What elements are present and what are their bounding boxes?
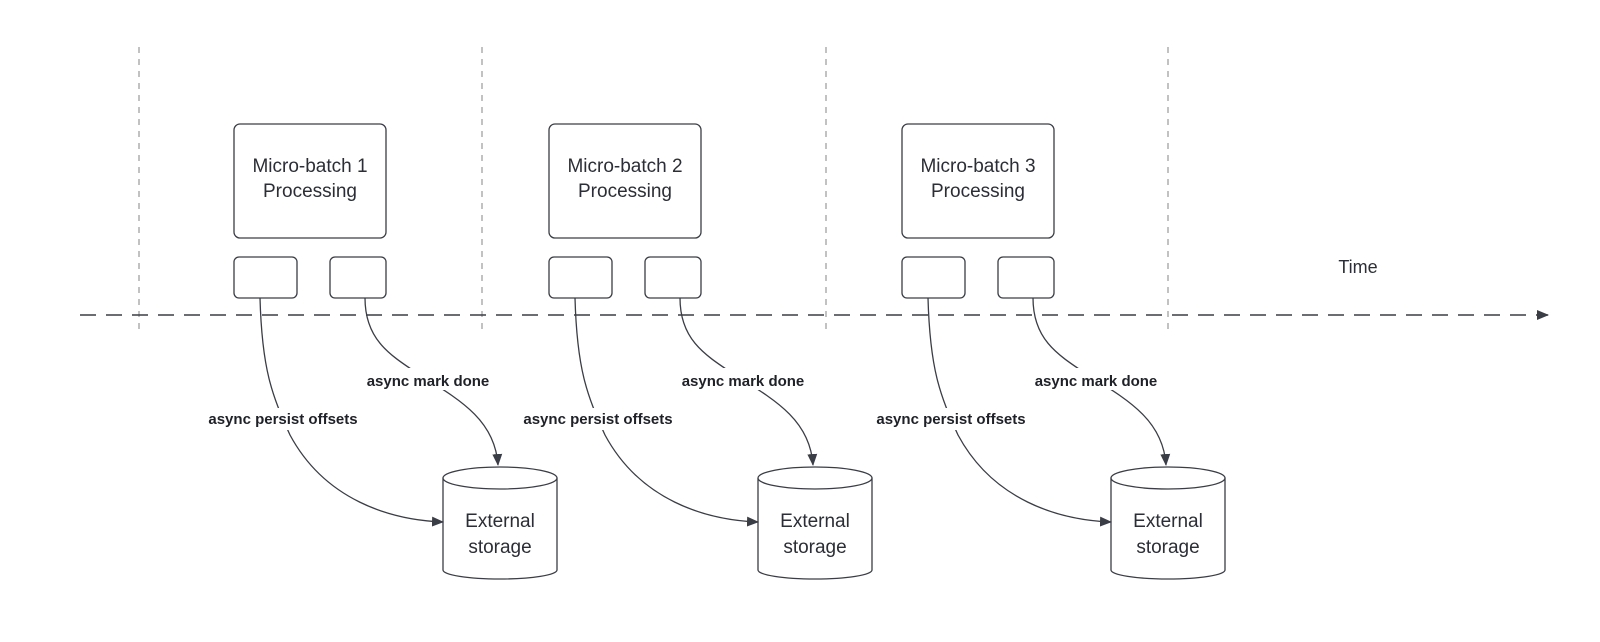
storage-label-line1: External bbox=[780, 511, 850, 532]
micro-batch-title-line1: Micro-batch 2 bbox=[567, 156, 682, 177]
storage-label-line1: External bbox=[465, 511, 535, 532]
storage-label-line1: External bbox=[1133, 511, 1203, 532]
persist-offsets-task-box bbox=[901, 256, 966, 299]
time-label: Time bbox=[1338, 257, 1377, 277]
persist-offsets-label: async persist offsets bbox=[876, 411, 1025, 428]
micro-batch-box bbox=[548, 123, 702, 239]
micro-batch-box bbox=[233, 123, 387, 239]
external-storage-cylinder: External storage bbox=[442, 466, 558, 580]
persist-offsets-task-box bbox=[548, 256, 613, 299]
mark-done-label: async mark done bbox=[682, 373, 805, 390]
storage-label-line2: storage bbox=[783, 537, 846, 558]
micro-batch-title-line2: Processing bbox=[263, 181, 357, 202]
micro-batch-box bbox=[901, 123, 1055, 239]
mark-done-label: async mark done bbox=[1035, 373, 1158, 390]
persist-offsets-arrow bbox=[574, 297, 759, 527]
persist-offsets-arrow bbox=[927, 297, 1112, 527]
mark-done-task-box bbox=[997, 256, 1055, 299]
micro-batch-title-line2: Processing bbox=[578, 181, 672, 202]
persist-offsets-label: async persist offsets bbox=[523, 411, 672, 428]
persist-offsets-label: async persist offsets bbox=[208, 411, 357, 428]
external-storage-cylinder: External storage bbox=[757, 466, 873, 580]
storage-label-line2: storage bbox=[1136, 537, 1199, 558]
micro-batch-title-line1: Micro-batch 1 bbox=[252, 156, 367, 177]
micro-batch-title-line1: Micro-batch 3 bbox=[920, 156, 1035, 177]
storage-label-line2: storage bbox=[468, 537, 531, 558]
external-storage-cylinder: External storage bbox=[1110, 466, 1226, 580]
micro-batch-title-line2: Processing bbox=[931, 181, 1025, 202]
mark-done-task-box bbox=[329, 256, 387, 299]
persist-offsets-task-box bbox=[233, 256, 298, 299]
mark-done-task-box bbox=[644, 256, 702, 299]
mark-done-label: async mark done bbox=[367, 373, 490, 390]
persist-offsets-arrow bbox=[259, 297, 444, 527]
